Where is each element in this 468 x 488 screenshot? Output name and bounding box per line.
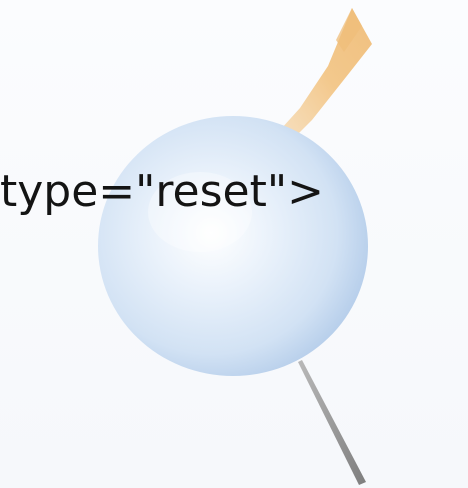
needle-icon xyxy=(298,360,366,485)
code-snippet-label: type="reset"> xyxy=(0,166,324,217)
glass-sphere-icon xyxy=(98,116,368,376)
